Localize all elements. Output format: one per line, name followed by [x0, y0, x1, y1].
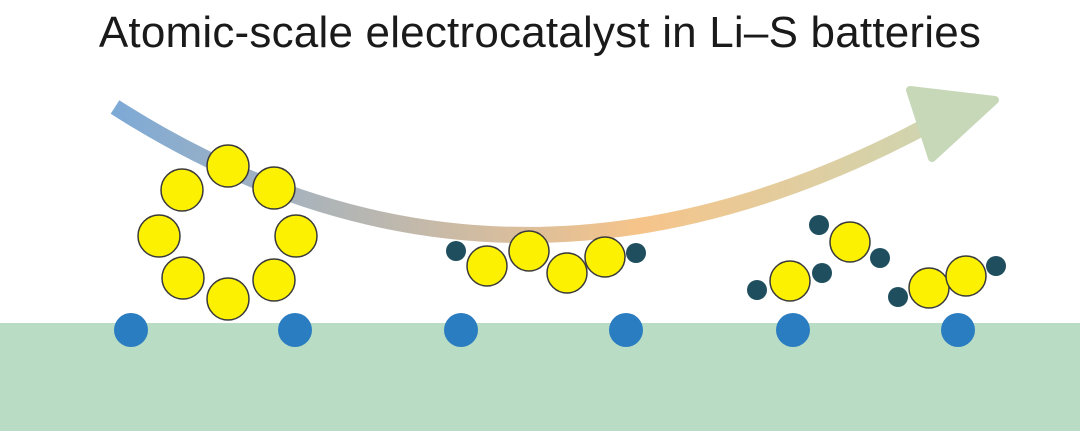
catalyst-atom-icon [114, 313, 148, 347]
lithium-polysulfide-chain-icon [446, 230, 646, 294]
substrate [0, 323, 1080, 431]
short-chain-lithium-sulfide-icon [888, 255, 1006, 309]
sulfur-ring-molecule-icon [137, 144, 318, 321]
catalyst-atom-icon [941, 313, 975, 347]
catalyst-atom-icon [278, 313, 312, 347]
catalyst-atom-icon [776, 313, 810, 347]
short-chain-lithium-sulfide-icon [747, 260, 832, 302]
short-chain-lithium-sulfide-icon [809, 215, 890, 268]
diagram-title: Atomic-scale electrocatalyst in Li–S bat… [98, 8, 982, 57]
catalyst-atom-icon [444, 313, 478, 347]
catalyst-atom-icon [609, 313, 643, 347]
catalyst-sites [114, 313, 975, 347]
